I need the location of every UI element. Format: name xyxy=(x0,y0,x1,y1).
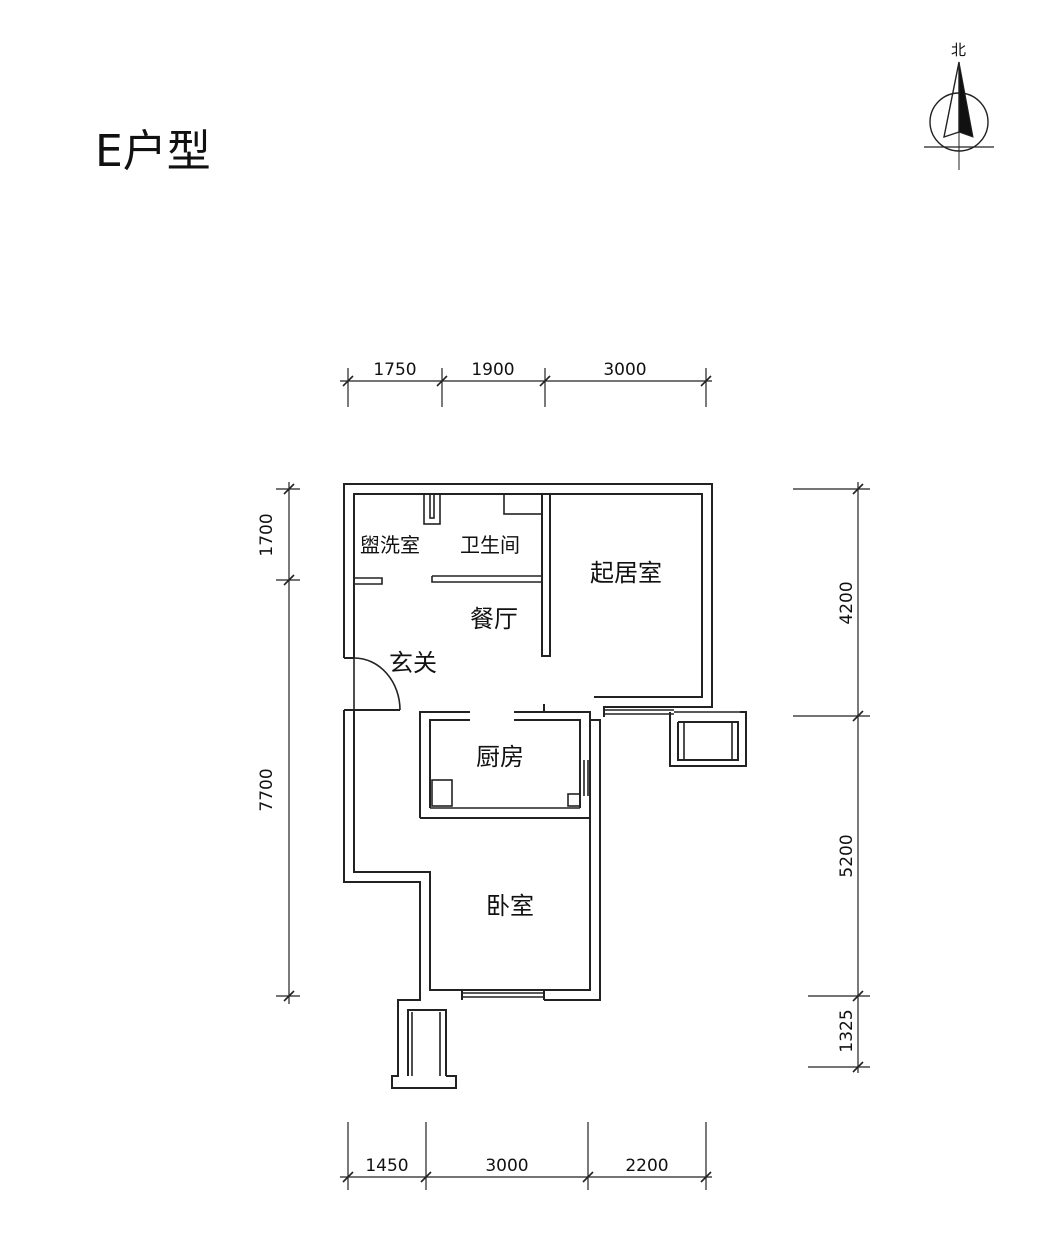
room-label-living-room: 起居室 xyxy=(590,559,662,587)
entrance-door xyxy=(344,657,401,711)
dim-left-2: 7700 xyxy=(257,768,277,811)
dim-bottom-3: 2200 xyxy=(625,1156,668,1176)
dim-top-2: 1900 xyxy=(471,360,514,380)
north-label: 北 xyxy=(951,41,966,59)
dim-top-1: 1750 xyxy=(373,360,416,380)
dim-right-2: 5200 xyxy=(837,834,857,877)
room-label-dining: 餐厅 xyxy=(470,605,518,633)
dimension-left: 1700 7700 xyxy=(257,482,300,1004)
dimension-bottom: 1450 3000 2200 xyxy=(340,1122,712,1190)
plan-title: E户型 xyxy=(95,126,211,177)
room-label-bedroom: 卧室 xyxy=(486,892,534,920)
room-label-kitchen: 厨房 xyxy=(476,743,524,771)
dimension-right: 4200 5200 1325 xyxy=(793,482,870,1073)
north-arrow-icon: 北 xyxy=(924,41,994,170)
dim-bottom-2: 3000 xyxy=(485,1156,528,1176)
dim-top-3: 3000 xyxy=(603,360,646,380)
dim-right-1: 4200 xyxy=(837,581,857,624)
dim-bottom-1: 1450 xyxy=(365,1156,408,1176)
walls xyxy=(343,483,747,1089)
room-label-washroom: 盥洗室 xyxy=(360,533,420,557)
dim-right-3: 1325 xyxy=(837,1009,857,1052)
room-label-toilet: 卫生间 xyxy=(460,533,520,557)
dimension-top: 1750 1900 3000 xyxy=(340,360,712,407)
room-label-entrance: 玄关 xyxy=(389,649,437,677)
dim-left-1: 1700 xyxy=(257,513,277,556)
